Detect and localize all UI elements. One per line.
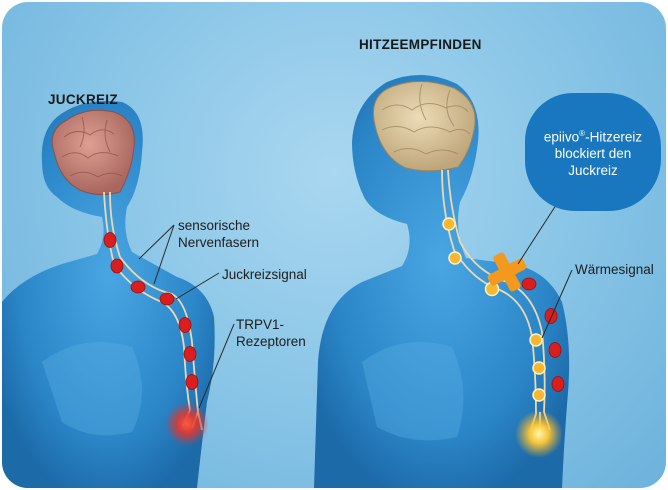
receptors-label-line2: Rezeptoren <box>236 333 306 350</box>
bubble-line2: blockiert den <box>544 145 642 162</box>
heat-signal-label: Wärmesignal <box>575 261 654 278</box>
bubble-line3: Juckreiz <box>544 162 642 179</box>
nerve-fibers-label-line1: sensorische <box>178 217 259 234</box>
nerve-fibers-label-line2: Nervenfasern <box>178 234 259 251</box>
itch-signal-label: Juckreizsignal <box>222 266 307 283</box>
itch-hotspot <box>165 402 209 446</box>
bubble-line1: epiivo®-Hitzereiz <box>544 125 642 146</box>
info-bubble: epiivo®-Hitzereiz blockiert den Juckreiz <box>525 93 661 211</box>
receptors-label-line1: TRPV1- <box>236 316 306 333</box>
receptors-label: TRPV1- Rezeptoren <box>236 316 306 350</box>
heat-title: HITZEEMPFINDEN <box>359 37 482 52</box>
bubble-line1-rest: -Hitzereiz <box>585 129 642 144</box>
itch-title: JUCKREIZ <box>48 92 118 107</box>
nerve-fibers-label: sensorische Nervenfasern <box>178 217 259 251</box>
bubble-brand: epiivo <box>544 129 579 144</box>
heat-hotspot <box>515 410 563 458</box>
